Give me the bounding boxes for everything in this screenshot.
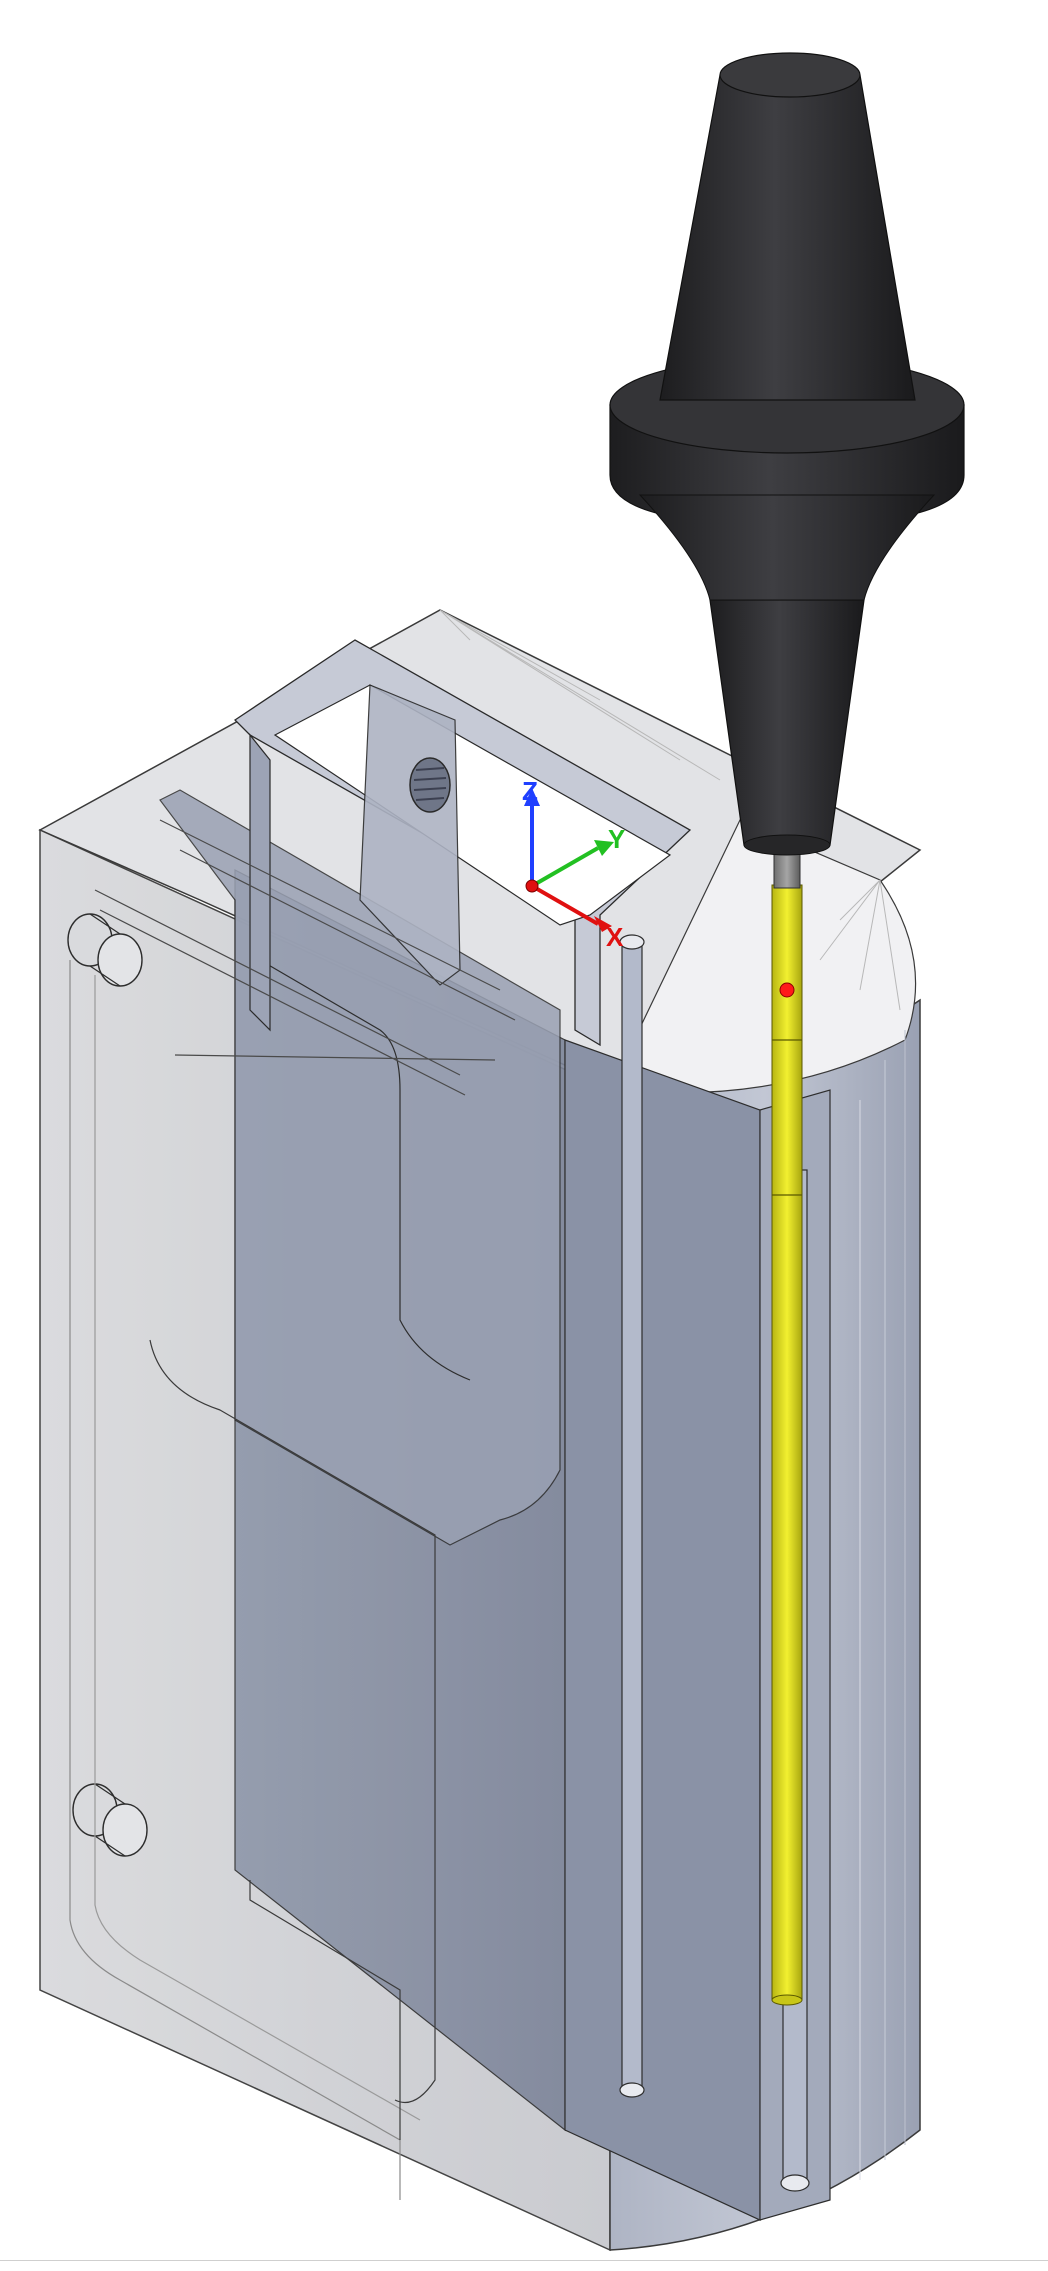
x-axis-label: X: [606, 922, 624, 952]
pocket-lower-curve: [149, 1339, 436, 2104]
holder-upper-cone: [659, 74, 916, 401]
cutting-tool[interactable]: [609, 52, 965, 2006]
round-end-highlights: [859, 1030, 906, 2180]
rib-edges: [69, 819, 516, 2200]
drilled-hole-left[interactable]: [619, 934, 645, 2098]
z-axis-label: Z: [522, 776, 538, 806]
pocket-side-wall: [249, 733, 271, 1032]
tool-tip-marker: [779, 982, 795, 998]
tessellation-fan: [439, 609, 901, 1011]
end-mill-icon[interactable]: [771, 884, 803, 2001]
viewport-bottom-border: [0, 2260, 1048, 2261]
cavity-slot-wall: [564, 1039, 761, 2221]
tool-holder-icon[interactable]: [719, 52, 861, 98]
y-axis-label: Y: [608, 824, 625, 854]
dowel-pin-top[interactable]: [67, 913, 143, 987]
coordinate-triad-icon[interactable]: Z Y X: [522, 776, 625, 952]
threaded-hole-icon[interactable]: [409, 757, 451, 813]
